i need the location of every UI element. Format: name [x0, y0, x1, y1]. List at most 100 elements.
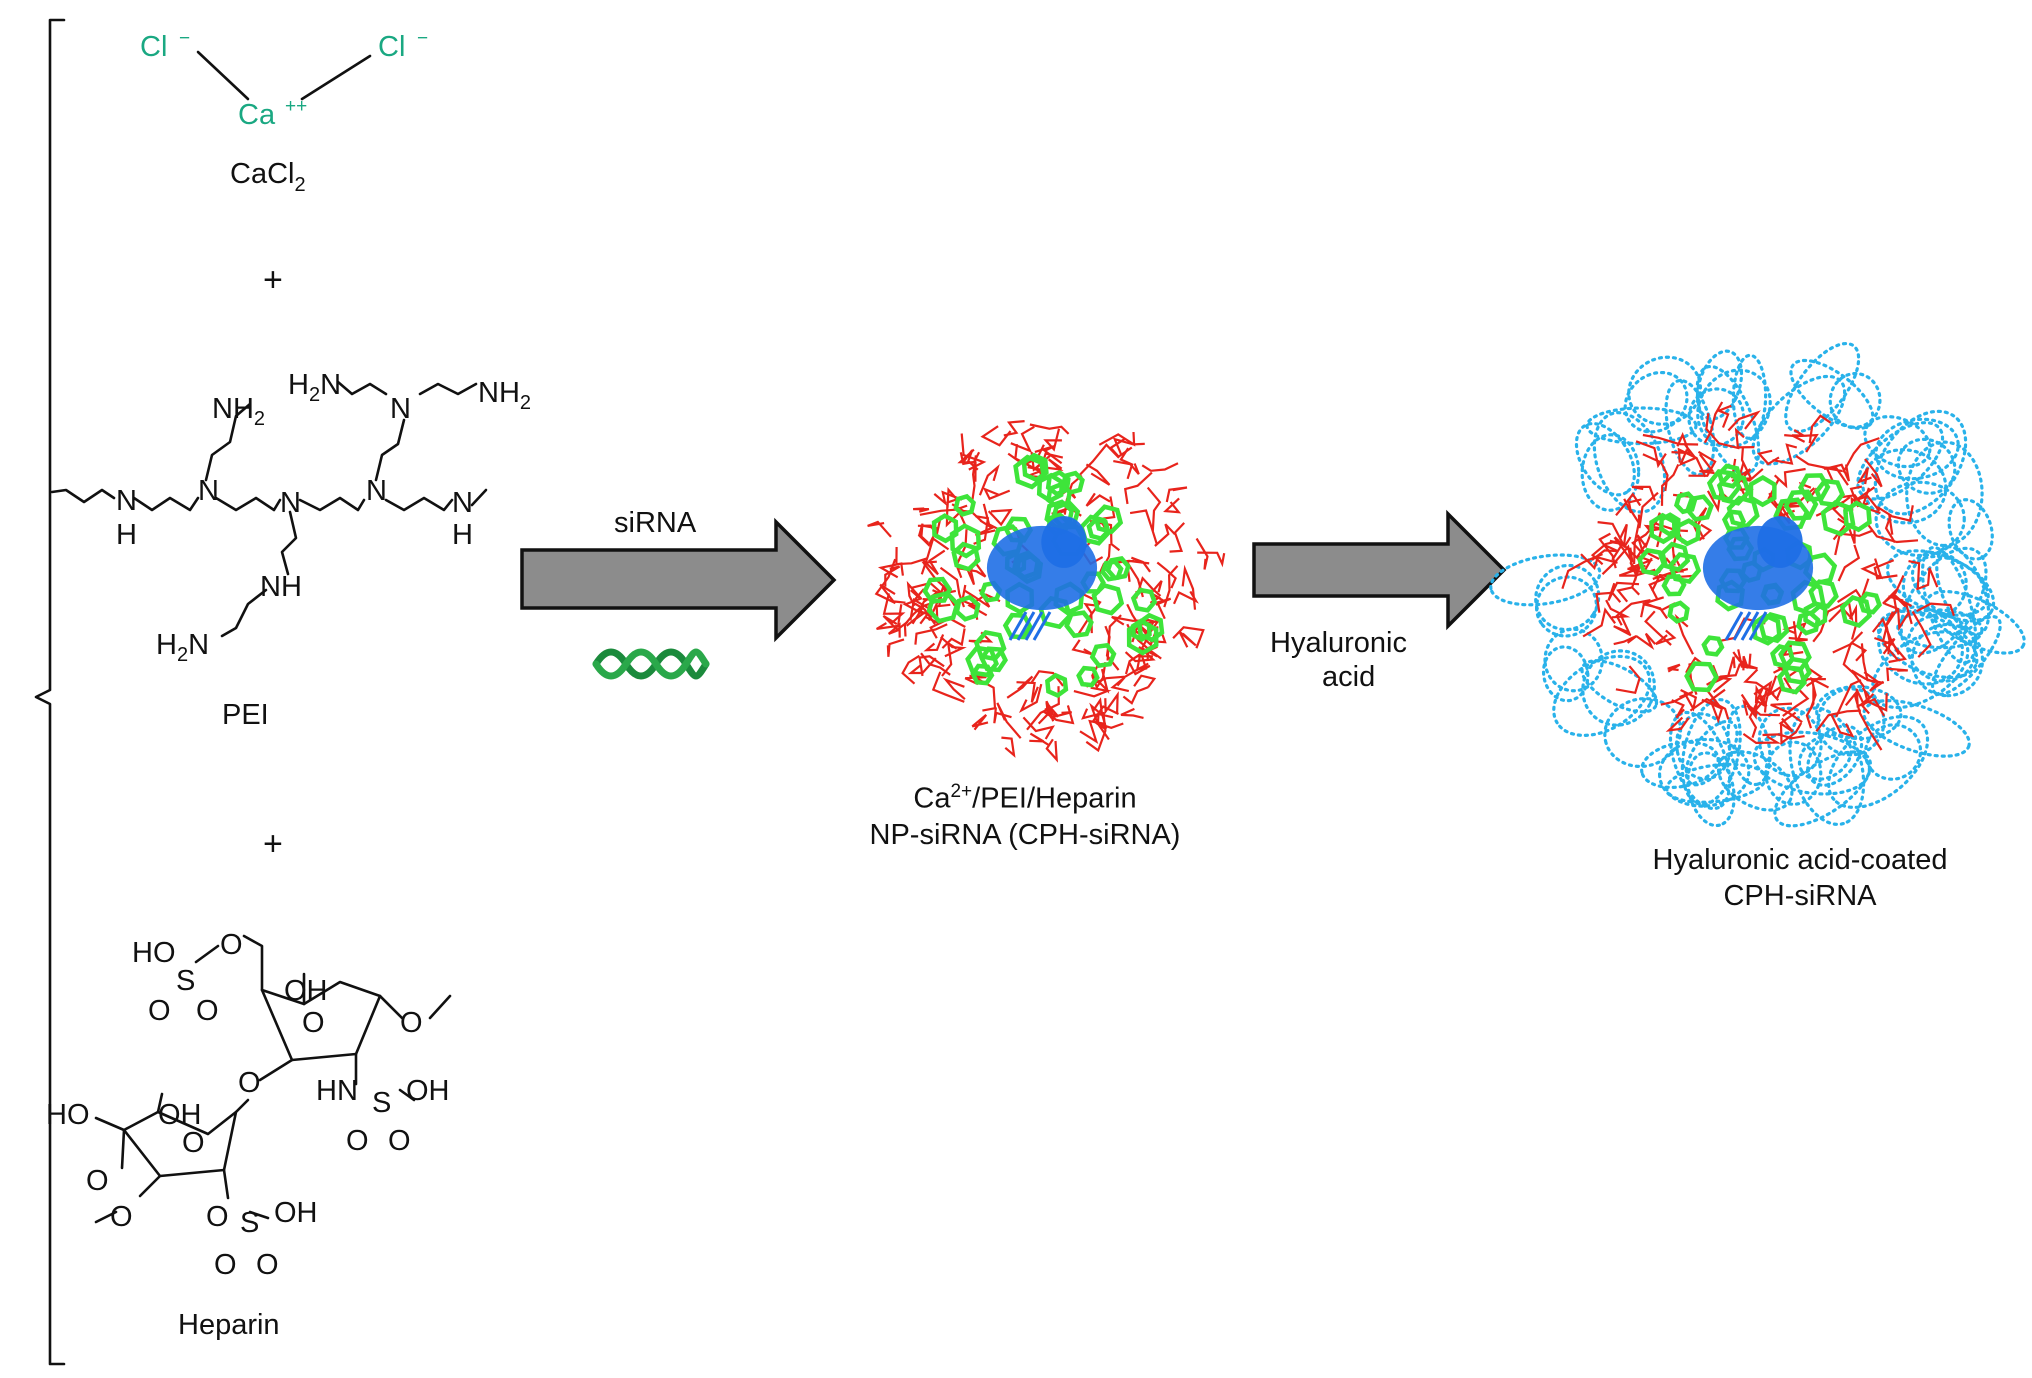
sirna-helix-icon — [592, 648, 710, 680]
pei-backbone-3 — [214, 496, 282, 512]
heparin-carboxyl-bond — [94, 1116, 126, 1132]
pei-backbone — [50, 488, 116, 504]
pei-atom-nh: NH — [260, 571, 302, 603]
ionic-bond-right — [300, 54, 372, 101]
heparin-atom-o: O — [86, 1165, 109, 1197]
hyaluronic-acid-coat — [1489, 341, 2026, 828]
cacl2-label: CaCl2 — [230, 158, 306, 196]
pei-branch-1 — [204, 402, 252, 482]
chloride-ion-left: Cl — [140, 31, 167, 63]
heparin-o-bond — [138, 1174, 162, 1198]
heparin-atom-s: S — [176, 965, 195, 997]
reaction-arrow-2 — [1252, 509, 1507, 631]
heparin-atom-s: S — [372, 1087, 391, 1119]
heparin-atom-o: O — [400, 1007, 423, 1039]
pei-branch-5 — [336, 380, 388, 396]
heparin-chain-link — [428, 994, 452, 1020]
pei-atom-n: N — [116, 485, 137, 517]
heparin-label: Heparin — [178, 1309, 280, 1341]
pei-branch-4 — [374, 418, 406, 482]
pei-atom-h: H — [452, 519, 473, 551]
heparin-atom-o: O — [148, 995, 171, 1027]
heparin-oh-bond-2 — [156, 1092, 164, 1114]
heparin-structure: HO O S O O OH O O HN S OH O O O HO OH O … — [46, 929, 452, 1341]
heparin-atom-o: O — [110, 1201, 133, 1233]
reaction-arrow-1 — [520, 517, 837, 643]
chloride-charge-right: − — [417, 28, 428, 49]
heparin-atom-o: O — [238, 1067, 261, 1099]
heparin-atom-o: O — [388, 1125, 411, 1157]
heparin-carbonyl — [120, 1128, 126, 1170]
heparin-atom-s: S — [240, 1207, 259, 1239]
heparin-glycosidic-bond — [378, 994, 404, 1020]
product-1-caption: Ca2+/PEI/Heparin NP-siRNA (CPH-siRNA) — [840, 774, 1210, 853]
arrow-sirna: siRNA — [520, 507, 837, 680]
pei-atom-n: N — [390, 393, 411, 425]
product-2-caption: Hyaluronic acid-coated CPH-siRNA — [1600, 842, 2000, 914]
pei-backbone-2 — [132, 496, 200, 512]
heparin-atom-oh: OH — [284, 975, 328, 1007]
pei-backbone-4 — [298, 496, 366, 512]
heparin-atom-o: O — [220, 929, 243, 961]
pei-structure: N H N N N N H NH2 NH H2N N H2N NH2 PEI — [50, 369, 531, 731]
heparin-atom-o: O — [182, 1127, 205, 1159]
sirna-core — [986, 516, 1098, 641]
pei-atom-n: N — [452, 487, 473, 519]
heparin-chain-end — [94, 1210, 118, 1224]
heparin-atom-o: O — [256, 1249, 279, 1281]
heparin-link-up — [234, 1098, 250, 1114]
arrow-2-label-line2: acid — [1322, 661, 1375, 693]
plus-sign-1: + — [263, 261, 283, 299]
heparin-atom-hn: HN — [316, 1075, 358, 1107]
pei-atom-h: H — [116, 519, 137, 551]
heparin-atom-ho: HO — [132, 937, 176, 969]
pei-backbone-5 — [384, 496, 454, 512]
pei-backbone-end — [470, 488, 488, 507]
cph-sirna-nanoparticle — [867, 420, 1226, 763]
product-1-line1: Ca2+/PEI/Heparin — [913, 781, 1137, 815]
heparin-ch2-bond — [242, 934, 264, 992]
heparin-os-bond-2 — [222, 1168, 230, 1200]
pei-branch-3 — [220, 588, 268, 638]
heparin-atom-oh: OH — [274, 1197, 318, 1229]
heparin-atom-oh: OH — [158, 1099, 202, 1131]
calcium-ion: Ca — [238, 99, 276, 131]
product-2-line1: Hyaluronic acid-coated — [1652, 844, 1948, 876]
pei-atom-n: N — [198, 475, 219, 507]
heparin-os-bond-3 — [248, 1210, 270, 1220]
chloride-charge-left: − — [179, 28, 190, 49]
heparin-o-link — [258, 1058, 294, 1082]
heparin-atom-o: O — [206, 1201, 229, 1233]
heparin-atom-oh: OH — [406, 1075, 450, 1107]
reactant-bracket — [34, 18, 66, 1366]
pei-atom-h2n: H2N — [288, 369, 341, 406]
ha-coated-nanoparticle — [1489, 341, 2026, 828]
cacl2-structure: Cl − Cl − Ca ++ CaCl2 — [140, 28, 428, 196]
calcium-charge: ++ — [285, 96, 307, 117]
heparin-atom-o: O — [214, 1249, 237, 1281]
plus-sign-2: + — [263, 825, 283, 863]
product-1-line2: NP-siRNA (CPH-siRNA) — [869, 818, 1181, 851]
heparin-atom-o: O — [196, 995, 219, 1027]
product-2-line2: CPH-siRNA — [1723, 880, 1877, 912]
pei-atom-nh2: NH2 — [478, 377, 531, 414]
heparin-atom-o: O — [346, 1125, 369, 1157]
heparin-atom-ho: HO — [46, 1099, 90, 1131]
chloride-ion-right: Cl — [378, 31, 405, 63]
pei-atom-n: N — [280, 487, 301, 519]
ionic-bond-left — [196, 50, 250, 101]
arrow-2-label-line1: Hyaluronic — [1270, 627, 1407, 659]
heparin-ns-bond — [398, 1088, 416, 1102]
pei-atom-h2n: H2N — [156, 629, 209, 666]
pei-atom-n: N — [366, 475, 387, 507]
heparin-atom-o: O — [302, 1007, 325, 1039]
pei-branch-6 — [418, 382, 478, 396]
sirna-core — [1702, 516, 1814, 641]
arrow-1-label: siRNA — [614, 507, 697, 539]
pei-atom-nh2: NH2 — [212, 393, 265, 430]
heparin-os-bond — [194, 944, 220, 964]
arrow-hyaluronic-acid: Hyaluronic acid — [1252, 509, 1507, 693]
pei-label: PEI — [222, 699, 269, 731]
